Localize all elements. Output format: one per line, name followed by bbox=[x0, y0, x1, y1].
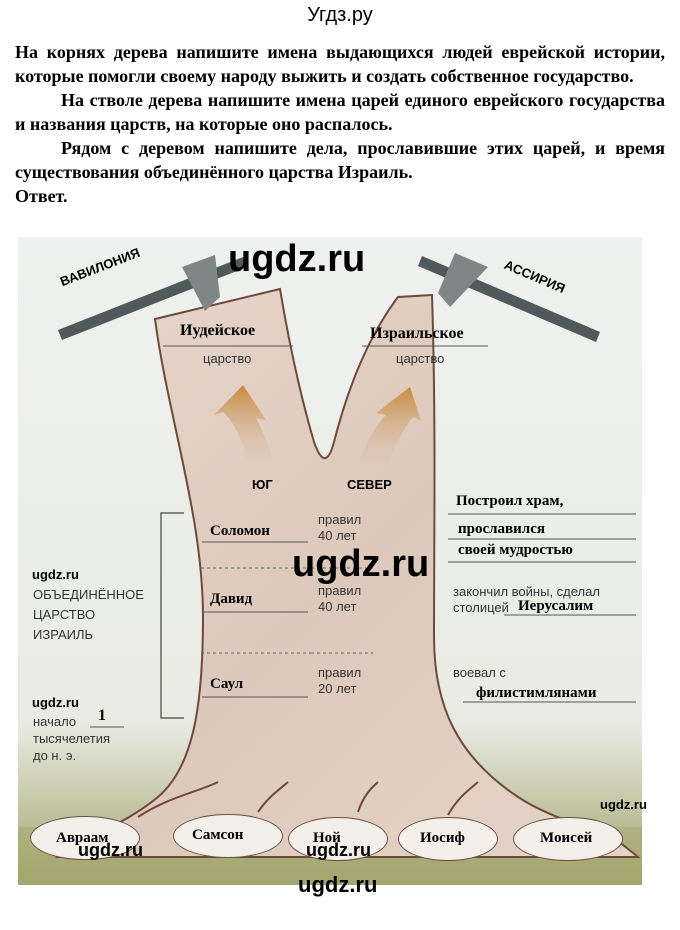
tree-figure: ВАВИЛОНИЯ АССИРИЯ Иудейское царство Изра… bbox=[18, 237, 642, 885]
axe-right-icon bbox=[418, 253, 600, 342]
king-rule-saul: правил 20 лет bbox=[318, 665, 361, 697]
king-rule-saul-line2: 20 лет bbox=[318, 681, 357, 696]
start-line2: тысячелетия bbox=[33, 731, 111, 746]
root-name-abraham: Авраам bbox=[56, 830, 109, 846]
site-title: Угдз.ру bbox=[307, 4, 373, 26]
watermark-big-1: ugdz.ru bbox=[228, 238, 366, 280]
united-kingdom-label: ОБЪЕДИНЁННОЕ ЦАРСТВО ИЗРАИЛЬ bbox=[33, 585, 144, 645]
task-text: На корнях дерева напишите имена выдающих… bbox=[15, 40, 665, 208]
king-rule-david-line1: правил bbox=[318, 583, 362, 598]
deed-solomon-line2: прославился bbox=[458, 521, 545, 537]
deed-david-prefix2: столицей bbox=[453, 600, 509, 615]
arrow-label-south: ЮГ bbox=[252, 477, 273, 492]
root-name-joseph: Иосиф bbox=[420, 830, 465, 846]
deed-david-value: Иерусалим bbox=[518, 598, 594, 614]
deed-saul-value: филистимлянами bbox=[476, 685, 597, 701]
watermark-bottom: ugdz.ru bbox=[298, 872, 378, 897]
united-kingdom-line2: ЦАРСТВО bbox=[33, 607, 96, 622]
axe-left-icon bbox=[58, 255, 247, 340]
arrow-label-north: СЕВЕР bbox=[347, 477, 392, 492]
king-name-solomon: Соломон bbox=[210, 523, 270, 539]
king-rule-solomon-line2: 40 лет bbox=[318, 528, 357, 543]
root-oval-2 bbox=[173, 814, 283, 858]
watermark-small-1: ugdz.ru bbox=[32, 567, 79, 582]
task-paragraph-3: Рядом с деревом напишите дела, прославив… bbox=[15, 138, 665, 182]
king-rule-david: правил 40 лет bbox=[318, 583, 361, 615]
king-name-david: Давид bbox=[210, 591, 253, 607]
branch-right-name: Израильское bbox=[370, 325, 464, 342]
deed-david-prefix1: закончил войны, сделал bbox=[453, 584, 600, 599]
united-kingdom-line1: ОБЪЕДИНЁННОЕ bbox=[33, 587, 144, 602]
root-name-moses: Моисей bbox=[540, 830, 593, 846]
deed-solomon-line1: Построил храм, bbox=[456, 493, 564, 509]
start-line3: до н. э. bbox=[33, 748, 77, 763]
branch-left-name: Иудейское bbox=[180, 322, 256, 339]
deed-solomon-line3: своей мудростью bbox=[458, 542, 573, 558]
watermark-small-3: ugdz.ru bbox=[600, 797, 647, 812]
root-name-noah: Ной bbox=[313, 830, 341, 846]
root-oval-4 bbox=[398, 817, 498, 861]
task-paragraph-2: На стволе дерева напишите имена царей ед… bbox=[15, 90, 665, 134]
root-oval-5 bbox=[513, 817, 623, 861]
watermark-medium-2: ugdz.ru bbox=[306, 840, 371, 860]
king-rule-solomon: правил 40 лет bbox=[318, 512, 361, 544]
start-value: 1 bbox=[98, 707, 106, 724]
task-paragraph-1: На корнях дерева напишите имена выдающих… bbox=[15, 42, 665, 86]
root-oval-3 bbox=[288, 817, 388, 861]
watermark-medium-1: ugdz.ru bbox=[78, 840, 143, 860]
watermark-big-2: ugdz.ru bbox=[292, 543, 430, 585]
answer-label: Ответ. bbox=[15, 186, 68, 206]
king-rule-david-line2: 40 лет bbox=[318, 599, 357, 614]
root-oval-1 bbox=[30, 816, 140, 860]
king-name-saul: Саул bbox=[210, 676, 244, 692]
tree-illustration bbox=[18, 237, 642, 885]
deed-saul-prefix: воевал с bbox=[453, 665, 506, 680]
root-name-samson: Самсон bbox=[192, 827, 244, 843]
king-rule-saul-line1: правил bbox=[318, 665, 362, 680]
united-kingdom-line3: ИЗРАИЛЬ bbox=[33, 627, 94, 642]
branch-right-caption: царство bbox=[396, 351, 445, 366]
start-label: начало bbox=[33, 714, 77, 729]
branch-left-caption: царство bbox=[203, 351, 252, 366]
king-rule-solomon-line1: правил bbox=[318, 512, 362, 527]
watermark-small-2: ugdz.ru bbox=[32, 695, 79, 710]
